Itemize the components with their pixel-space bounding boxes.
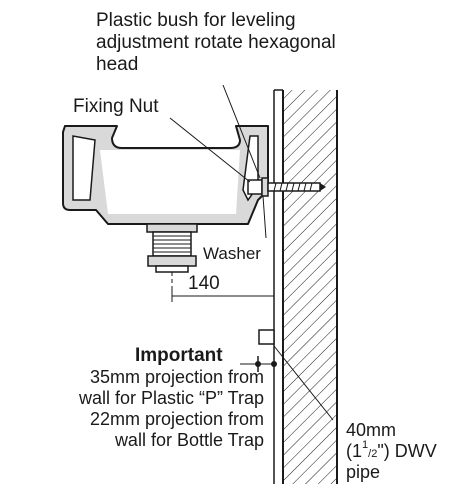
pipe-label-frac-sep: / [368, 448, 372, 460]
dimension-label: 140 [188, 273, 220, 294]
pipe-label-close: ") DWV [377, 441, 437, 461]
dimension-140 [171, 290, 275, 302]
pipe-label-sub: 2 [371, 448, 378, 460]
important-line1: 35mm projection from [89, 367, 264, 387]
fixing-bolt [247, 177, 326, 197]
pipe-outline [258, 329, 275, 345]
marker-dot-wall [271, 361, 277, 367]
washer-label: Washer [203, 244, 261, 263]
plastic-bush-label-line1: Plastic bush for leveling [96, 10, 296, 31]
pipe-label-open: (1 [346, 441, 363, 461]
pipe-label-sup: 1 [362, 439, 369, 451]
fixing-nut-label: Fixing Nut [73, 96, 159, 117]
pipe-label-line3: pipe [346, 462, 381, 482]
important-line3: 22mm projection from [89, 409, 264, 429]
leader-lines [169, 84, 334, 421]
important-title: Important [135, 345, 223, 366]
basin-section [62, 125, 269, 225]
plastic-bush-label-line2: adjustment rotate hexagonal [96, 32, 336, 53]
pipe-label-line2: (11/2") DWV [346, 439, 437, 465]
important-line2: wall for Plastic “P” Trap [78, 388, 264, 408]
plastic-bush-label-line3: head [96, 54, 139, 75]
important-line4: wall for Bottle Trap [114, 430, 264, 450]
pipe-label-line1: 40mm [346, 420, 397, 440]
wall [273, 89, 338, 484]
waste-outlet [146, 223, 198, 300]
